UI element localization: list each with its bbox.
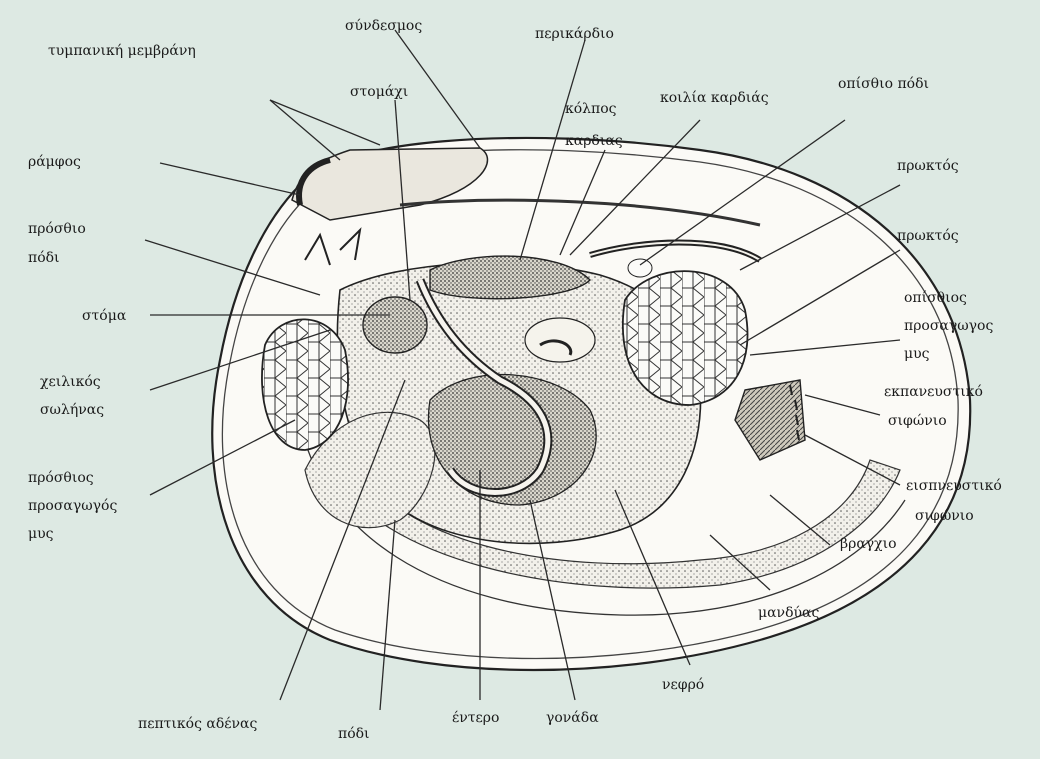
stomach-shape — [363, 297, 427, 353]
label-gonad: γονάδα — [546, 710, 599, 726]
label-stomach: στομάχι — [350, 84, 408, 100]
label-posterior-adductor-line3: μυς — [904, 346, 930, 362]
label-excurrent-siphon-line1: εκπανευστικό — [884, 384, 983, 400]
label-anterior-adductor-line2: προσαγωγός — [28, 498, 117, 514]
label-ligament: σύνδεσμος — [345, 18, 422, 34]
label-anterior-foot-line1: πρόσθιο — [28, 221, 86, 237]
label-posterior-adductor-line2: προσαγωγος — [904, 318, 993, 334]
label-labial-palp-line1: χειλικός — [40, 374, 101, 390]
label-anus-1: πρωκτός — [897, 158, 959, 174]
label-foot: πόδι — [338, 726, 370, 742]
label-atrium-line2: καρδιας — [565, 133, 623, 149]
label-kidney: νεφρό — [662, 677, 704, 693]
label-labial-palp-line2: σωλήνας — [40, 402, 104, 418]
label-atrium-line1: κόλπος — [565, 101, 617, 117]
label-tympanic-membrane: τυμπανική μεμβράνη — [48, 43, 196, 59]
label-anterior-adductor-line1: πρόσθιος — [28, 470, 94, 486]
label-pericardium: περικάρδιο — [535, 26, 614, 42]
label-anterior-foot-line2: πόδι — [28, 250, 60, 266]
ventricle-shape — [525, 318, 595, 362]
label-posterior-adductor-line1: οπίσθιος — [904, 289, 967, 306]
label-incurrent-siphon-line1: εισπνευστικό — [906, 478, 1002, 494]
label-intestine: έντερο — [452, 709, 499, 726]
label-incurrent-siphon-line2: σιφώνιο — [915, 508, 974, 524]
label-anus-2: πρωκτός — [897, 228, 959, 244]
label-mantle: μανδύας — [758, 605, 819, 621]
label-anterior-adductor-line3: μυς — [28, 526, 54, 542]
label-umbo: ράμφος — [28, 154, 81, 170]
label-posterior-foot: οπίσθιο πόδι — [838, 75, 929, 92]
label-excurrent-siphon-line2: σιφώνιο — [888, 413, 947, 429]
posterior-adductor-muscle — [623, 271, 748, 405]
label-ventricle: κοιλία καρδιάς — [660, 89, 769, 106]
label-mouth: στόμα — [82, 308, 127, 324]
label-digestive-gland: πεπτικός αδένας — [138, 715, 257, 732]
label-gill: βραγχιο — [840, 536, 897, 552]
